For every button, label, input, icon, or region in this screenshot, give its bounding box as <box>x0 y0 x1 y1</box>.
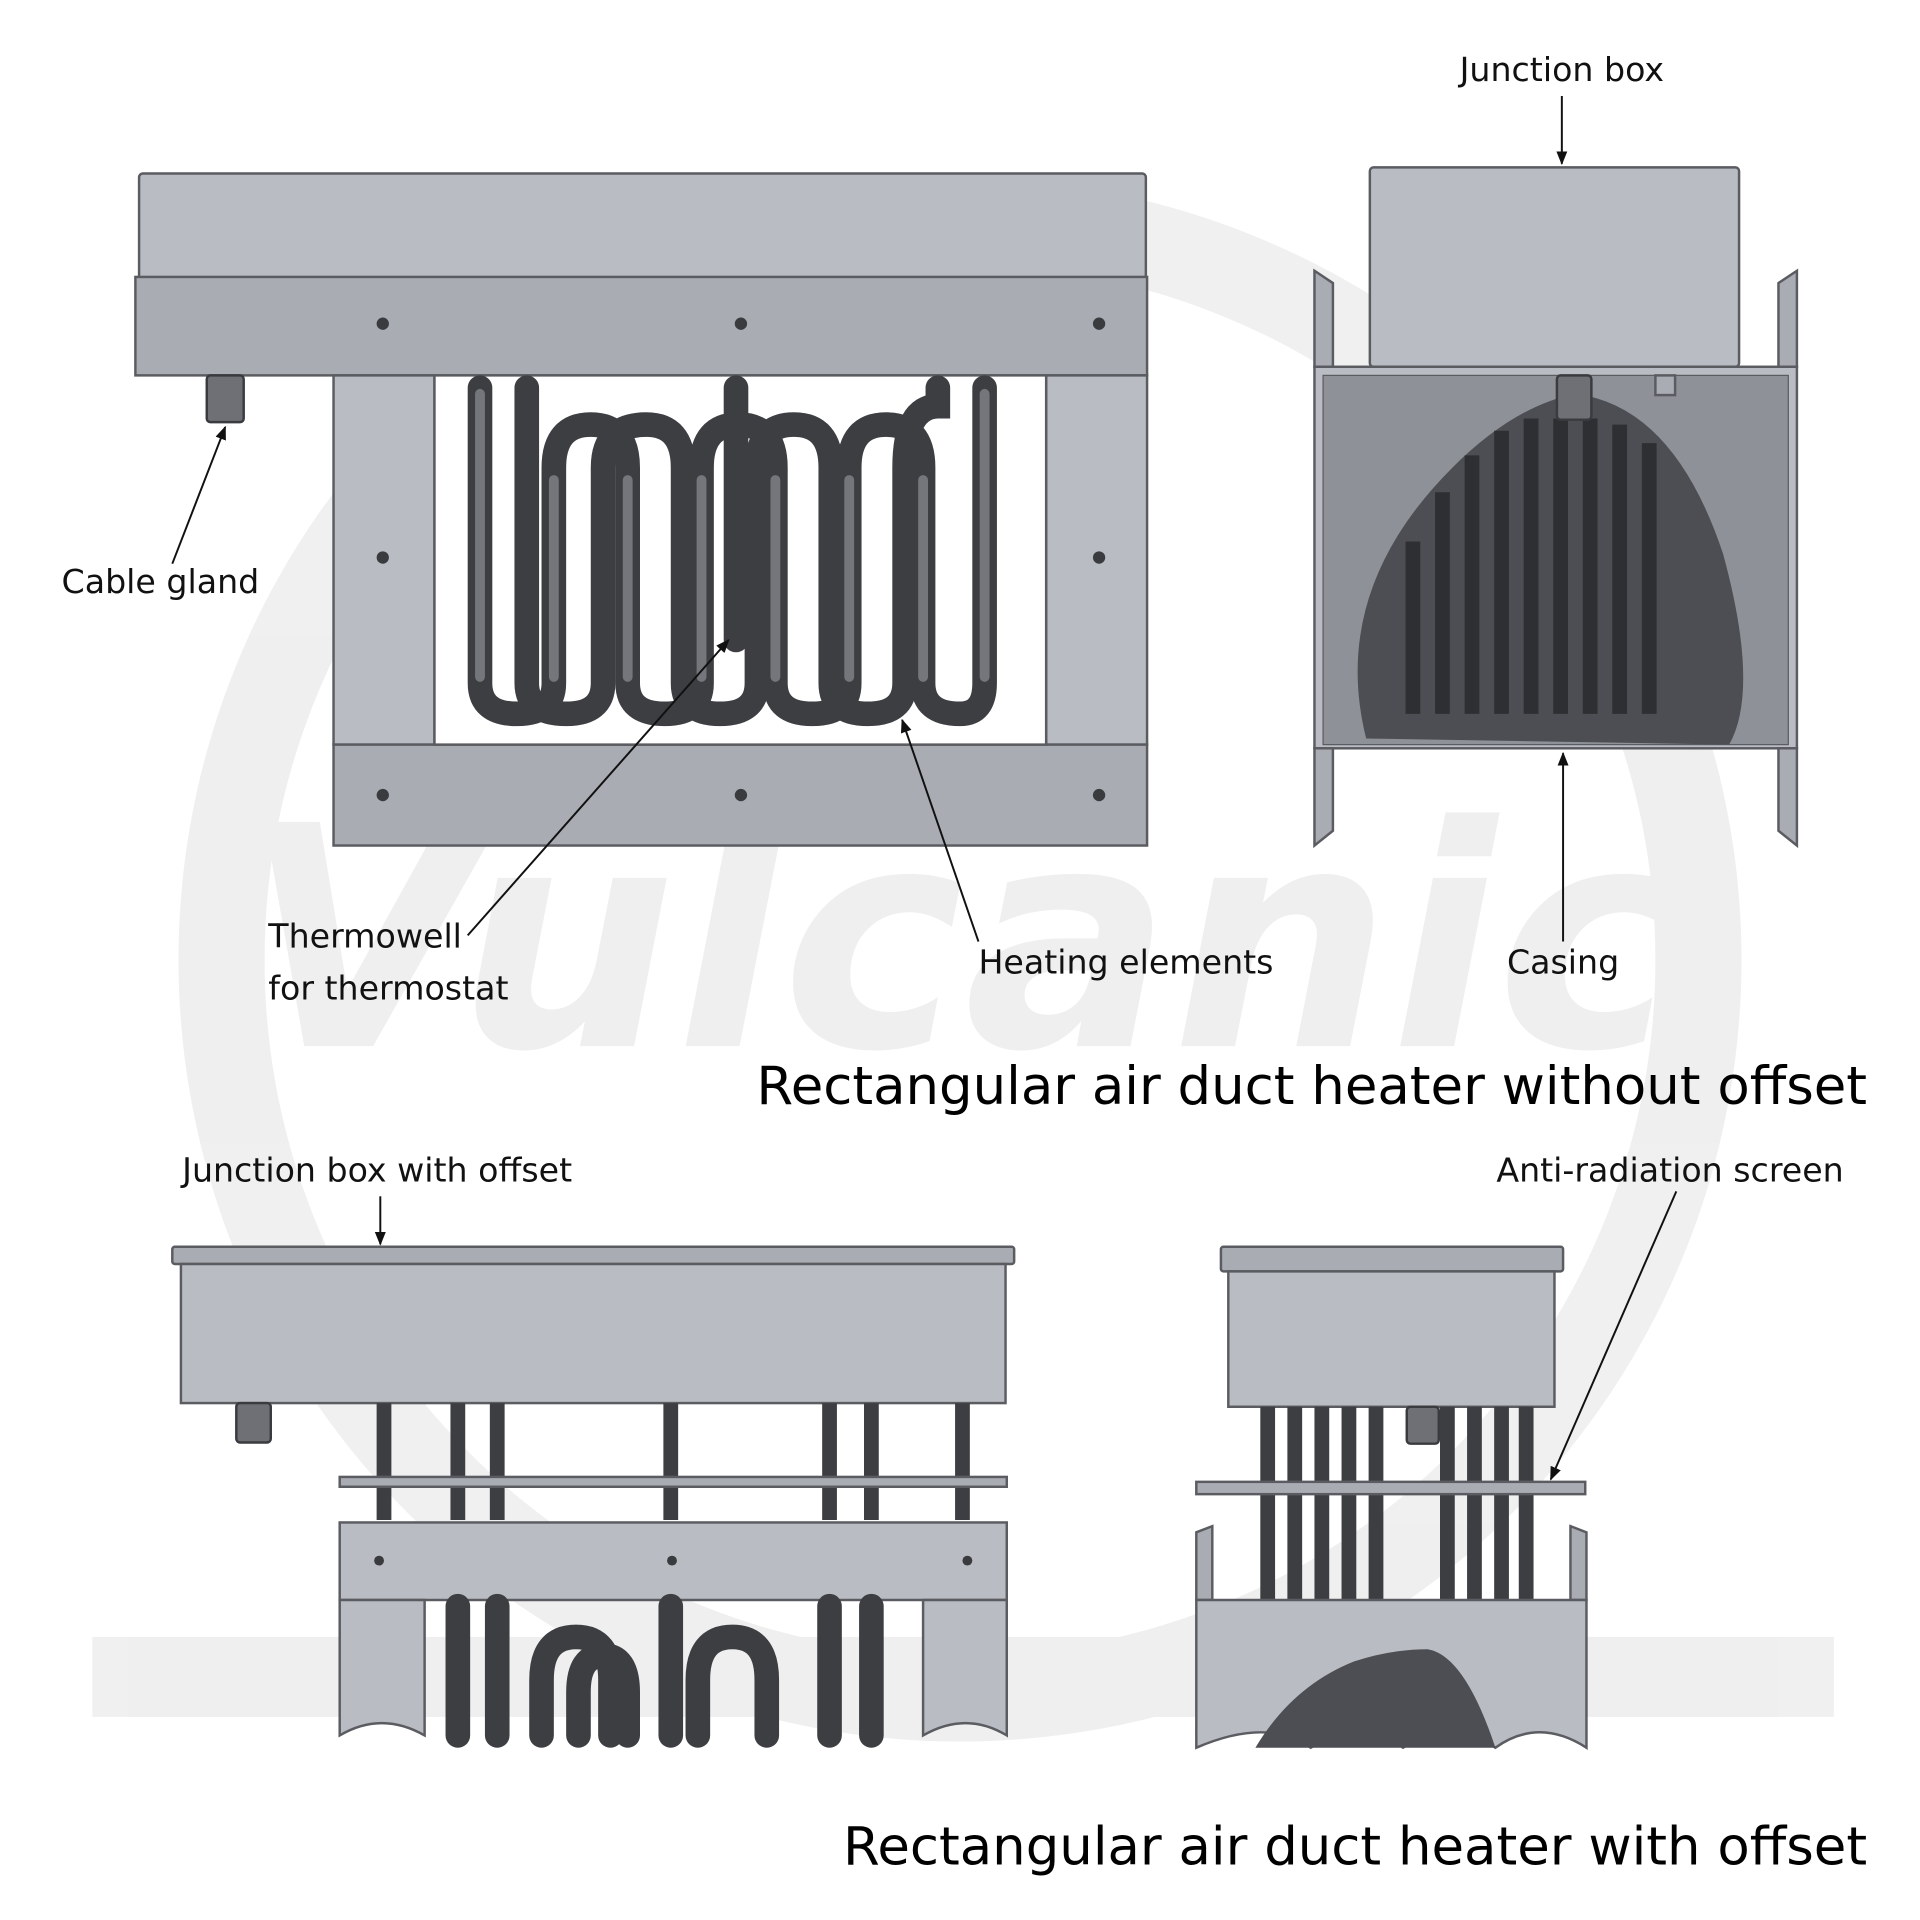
front-view-no-offset <box>134 172 1149 847</box>
label-heating-elements: Heating elements <box>978 943 1273 982</box>
junction-box-side <box>1368 166 1741 368</box>
side-view-offset <box>1195 1245 1588 1750</box>
label-junction-box: Junction box <box>1458 50 1664 89</box>
thermowell-arrow <box>466 638 730 937</box>
label-thermowell-1: Thermowell <box>267 917 462 956</box>
cable-gland <box>205 374 245 424</box>
anti-radiation-arrow <box>1549 1190 1678 1481</box>
label-cable-gland: Cable gland <box>62 562 260 601</box>
cable-gland-arrow <box>171 425 227 565</box>
title-without-offset: Rectangular air duct heater without offs… <box>756 1056 1867 1117</box>
side-view-no-offset <box>1313 166 1799 849</box>
label-junction-box-offset: Junction box with offset <box>180 1151 572 1190</box>
label-casing: Casing <box>1507 943 1619 982</box>
junction-box-offset <box>179 1262 1007 1405</box>
top-flange <box>134 275 1149 377</box>
anti-radiation-screen <box>338 1475 1008 1489</box>
junction-box <box>137 172 1148 281</box>
front-view-offset <box>171 1245 1016 1748</box>
title-with-offset: Rectangular air duct heater with offset <box>843 1817 1867 1878</box>
heating-elements-arrow <box>900 718 980 942</box>
label-anti-radiation-screen: Anti-radiation screen <box>1496 1151 1843 1190</box>
heating-elements <box>467 375 997 727</box>
label-thermowell-2: for thermostat <box>268 968 508 1007</box>
